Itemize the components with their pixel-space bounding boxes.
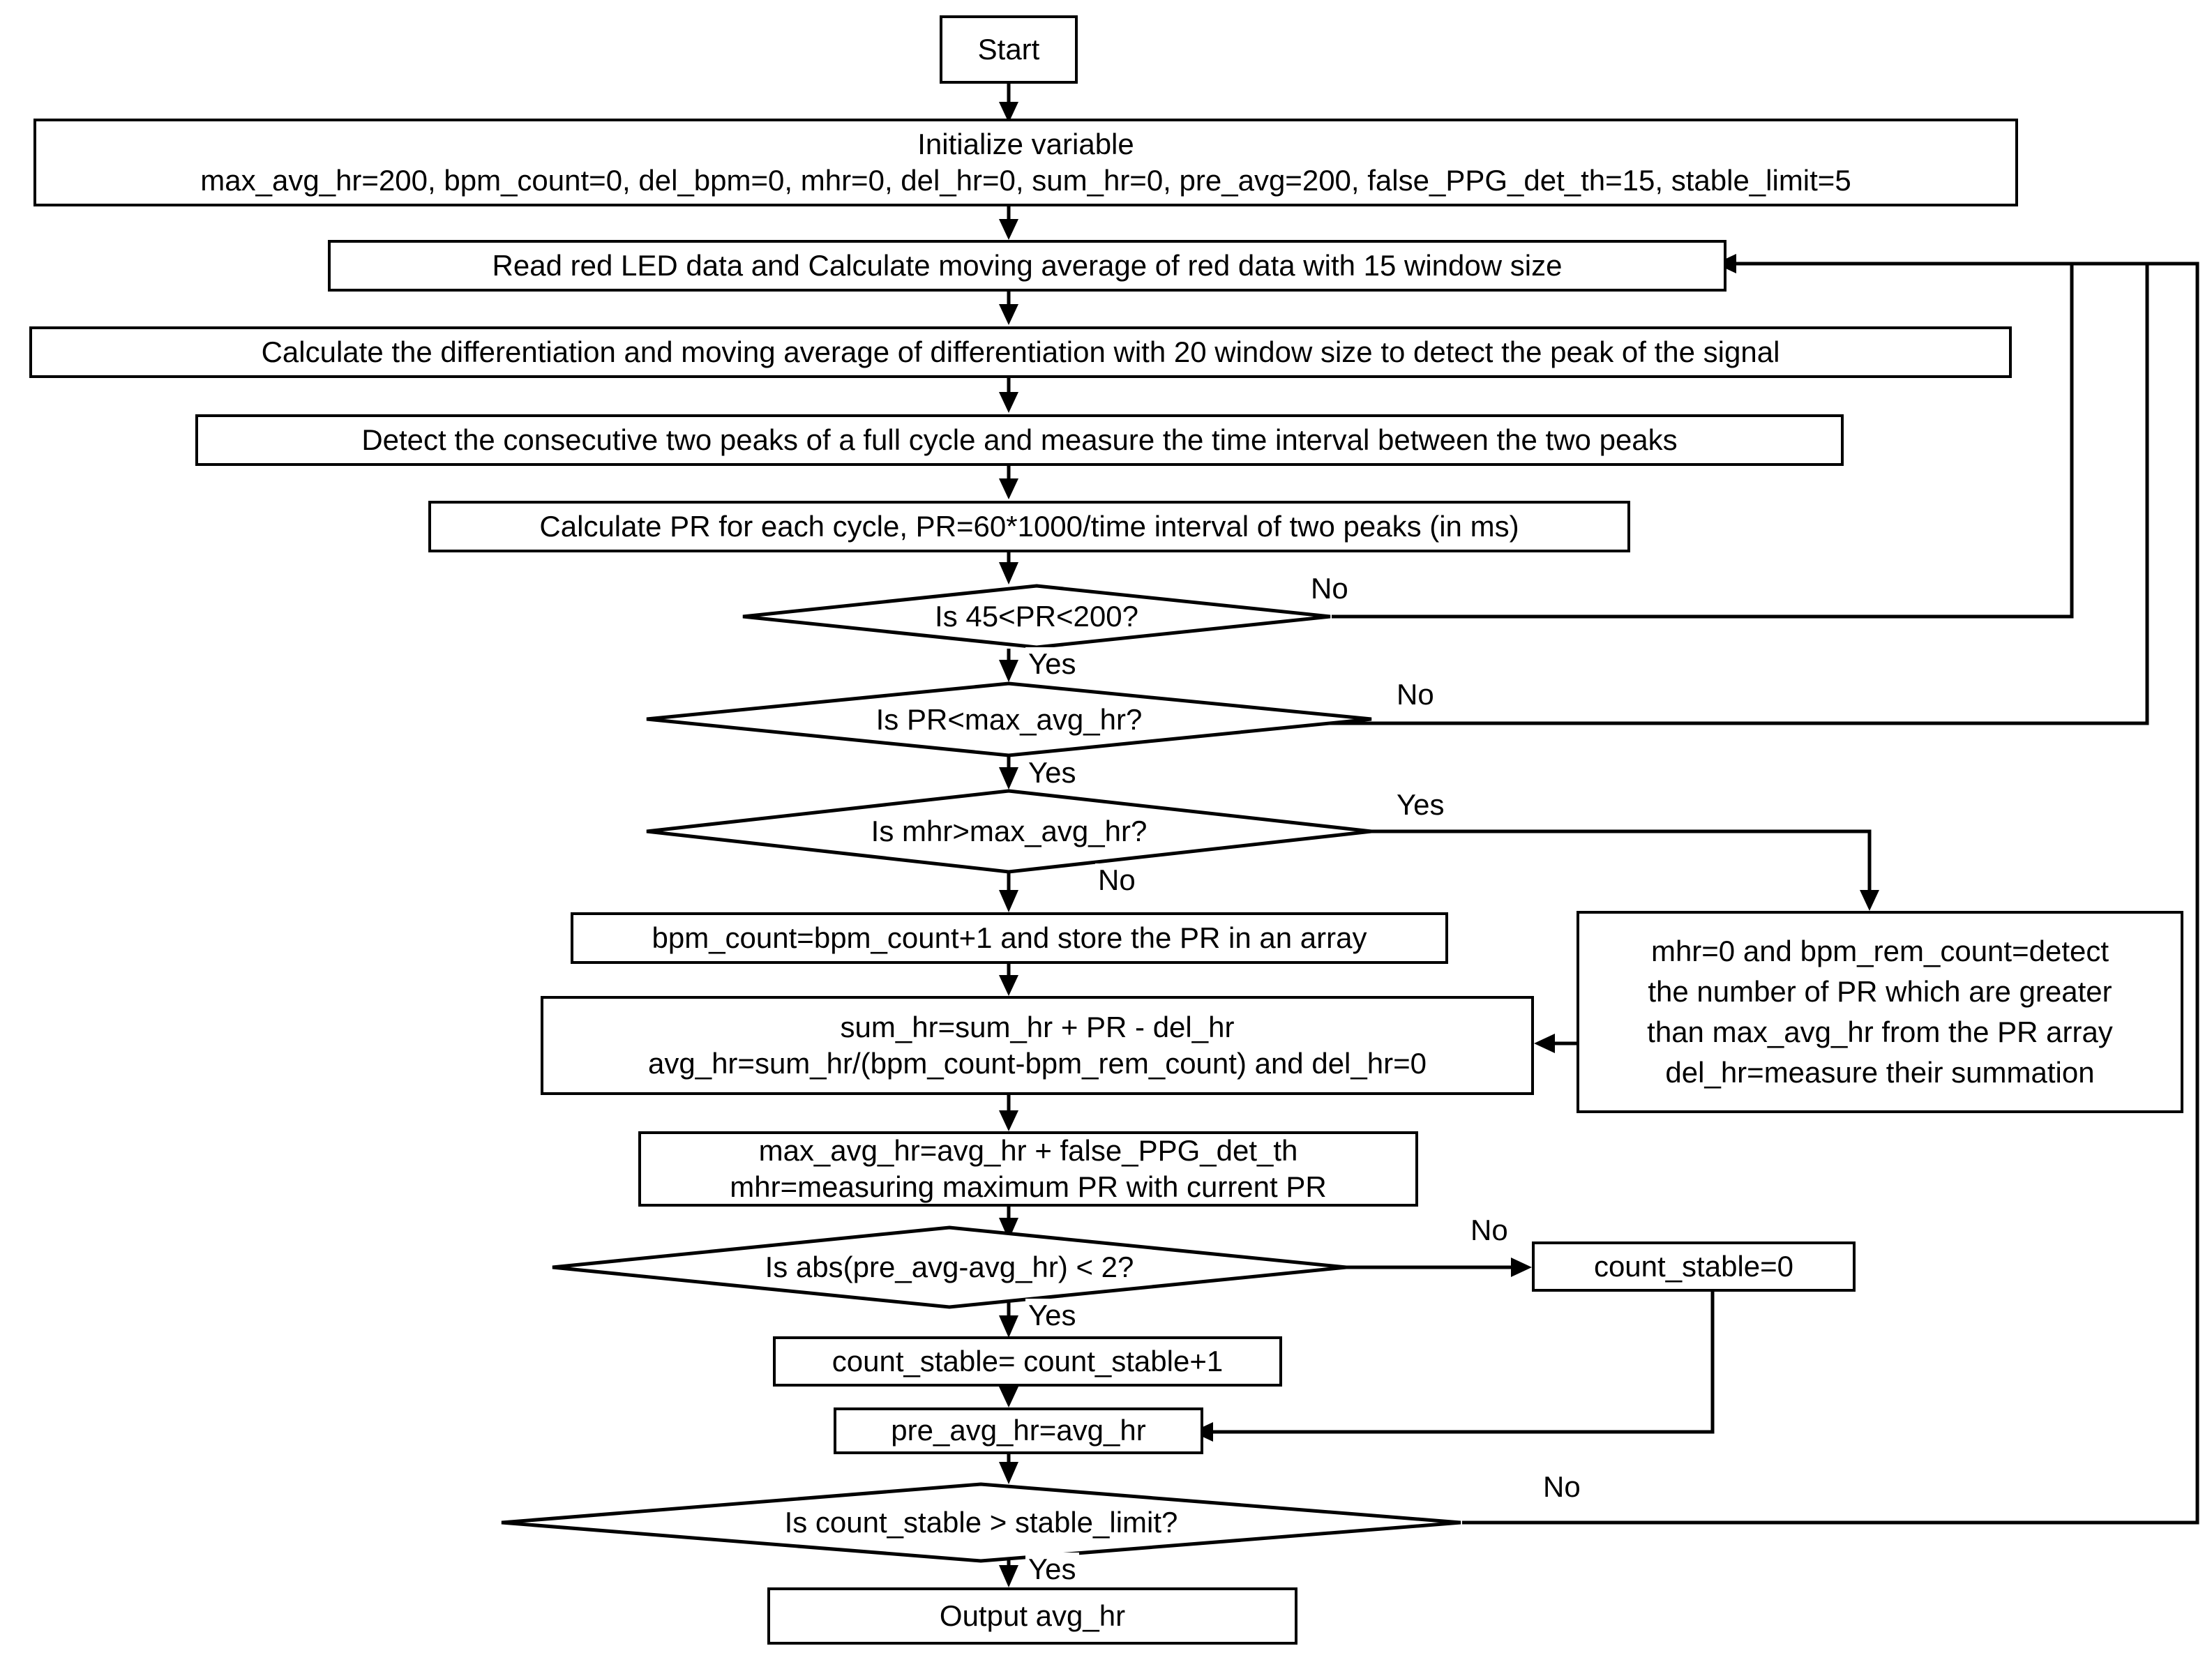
- node-decision-pr-lt-max[interactable]: Is PR<max_avg_hr?: [645, 681, 1373, 757]
- node-read-red-led-label: Read red LED data and Calculate moving a…: [492, 248, 1563, 282]
- node-calculate-pr[interactable]: Calculate PR for each cycle, PR=60*1000/…: [428, 501, 1630, 552]
- node-sum-hr-label: sum_hr=sum_hr + PR - del_hr avg_hr=sum_h…: [648, 1010, 1427, 1080]
- node-differentiation-label: Calculate the differentiation and moving…: [261, 335, 1780, 368]
- node-decision-pr-range[interactable]: Is 45<PR<200?: [742, 584, 1332, 649]
- node-pre-avg-assign-label: pre_avg_hr=avg_hr: [891, 1414, 1146, 1447]
- node-bpm-count-label: bpm_count=bpm_count+1 and store the PR i…: [652, 921, 1367, 954]
- edge-countstablezero-to-preavg: [1203, 1292, 1715, 1434]
- arrowhead-maxavg-to-decabs: [999, 1218, 1018, 1240]
- arrowhead-start-to-initialize: [999, 102, 1018, 123]
- node-pre-avg-assign[interactable]: pre_avg_hr=avg_hr: [834, 1407, 1203, 1454]
- edge-label-pr-lt-max-yes: Yes: [1025, 756, 1079, 790]
- arrowhead-calcpr-to-decrange: [999, 562, 1018, 584]
- arrowhead-decmhr-yes: [1860, 890, 1879, 911]
- arrowhead-countstableinc-to-preavg: [999, 1387, 1018, 1407]
- node-start-label: Start: [977, 32, 1040, 66]
- node-calculate-pr-label: Calculate PR for each cycle, PR=60*1000/…: [539, 509, 1519, 543]
- node-initialize-label: Initialize variable max_avg_hr=200, bpm_…: [200, 127, 1851, 197]
- node-differentiation[interactable]: Calculate the differentiation and moving…: [29, 326, 2012, 378]
- node-decision-stable-limit[interactable]: Is count_stable > stable_limit?: [500, 1482, 1462, 1563]
- node-count-stable-zero-label: count_stable=0: [1593, 1249, 1794, 1283]
- node-decision-mhr-gt-max[interactable]: Is mhr>max_avg_hr?: [645, 789, 1373, 874]
- edge-label-stable-limit-no: No: [1540, 1470, 1583, 1504]
- node-output[interactable]: Output avg_hr: [767, 1587, 1297, 1645]
- arrowhead-decrange-yes: [999, 660, 1018, 682]
- node-count-stable-zero[interactable]: count_stable=0: [1532, 1241, 1856, 1292]
- node-count-stable-inc-label: count_stable= count_stable+1: [832, 1344, 1224, 1377]
- node-mhr-reset[interactable]: mhr=0 and bpm_rem_count=detect the numbe…: [1577, 911, 2183, 1113]
- node-detect-peaks-label: Detect the consecutive two peaks of a fu…: [361, 423, 1678, 456]
- node-max-avg-update[interactable]: max_avg_hr=avg_hr + false_PPG_det_th mhr…: [638, 1131, 1418, 1207]
- node-decision-abs-diff[interactable]: Is abs(pre_avg-avg_hr) < 2?: [551, 1225, 1348, 1309]
- node-mhr-reset-label: mhr=0 and bpm_rem_count=detect the numbe…: [1647, 935, 2113, 1089]
- arrowhead-decabs-yes: [999, 1315, 1018, 1338]
- arrowhead-preavg-to-decstable: [999, 1462, 1018, 1484]
- node-count-stable-inc[interactable]: count_stable= count_stable+1: [773, 1336, 1282, 1387]
- node-initialize[interactable]: Initialize variable max_avg_hr=200, bpm_…: [33, 119, 2018, 206]
- node-start[interactable]: Start: [940, 15, 1078, 84]
- edge-label-mhr-gt-max-no: No: [1095, 863, 1138, 897]
- edge-label-pr-lt-max-no: No: [1394, 678, 1437, 711]
- arrowhead-read-to-diff: [999, 304, 1018, 325]
- edge-label-stable-limit-yes: Yes: [1025, 1553, 1079, 1586]
- arrowhead-diff-to-detect: [999, 392, 1018, 413]
- arrowhead-decltmax-yes: [999, 767, 1018, 790]
- node-read-red-led[interactable]: Read red LED data and Calculate moving a…: [328, 240, 1726, 292]
- arrowhead-mhrreset-to-sumhr: [1534, 1034, 1555, 1053]
- node-bpm-count[interactable]: bpm_count=bpm_count+1 and store the PR i…: [571, 912, 1448, 964]
- node-sum-hr[interactable]: sum_hr=sum_hr + PR - del_hr avg_hr=sum_h…: [541, 996, 1534, 1095]
- arrowhead-decmhr-no: [999, 890, 1018, 912]
- arrowhead-decstable-yes: [999, 1565, 1018, 1587]
- edge-label-abs-diff-no: No: [1468, 1214, 1511, 1247]
- arrowhead-initialize-to-read: [999, 219, 1018, 240]
- arrowhead-sumhr-to-maxavg: [999, 1110, 1018, 1131]
- node-output-label: Output avg_hr: [939, 1599, 1126, 1632]
- edge-label-pr-range-no: No: [1308, 572, 1351, 605]
- edge-label-pr-range-yes: Yes: [1025, 647, 1079, 681]
- arrowhead-decabs-no: [1511, 1258, 1532, 1277]
- arrowhead-detect-to-calcpr: [999, 478, 1018, 499]
- edge-label-abs-diff-yes: Yes: [1025, 1299, 1079, 1332]
- arrowhead-bpmcount-to-sumhr: [999, 975, 1018, 996]
- node-max-avg-update-label: max_avg_hr=avg_hr + false_PPG_det_th mhr…: [730, 1133, 1327, 1204]
- edge-decstable-no-feedback: [1462, 262, 2199, 1525]
- edge-label-mhr-gt-max-yes: Yes: [1394, 788, 1447, 822]
- node-detect-peaks[interactable]: Detect the consecutive two peaks of a fu…: [195, 414, 1844, 466]
